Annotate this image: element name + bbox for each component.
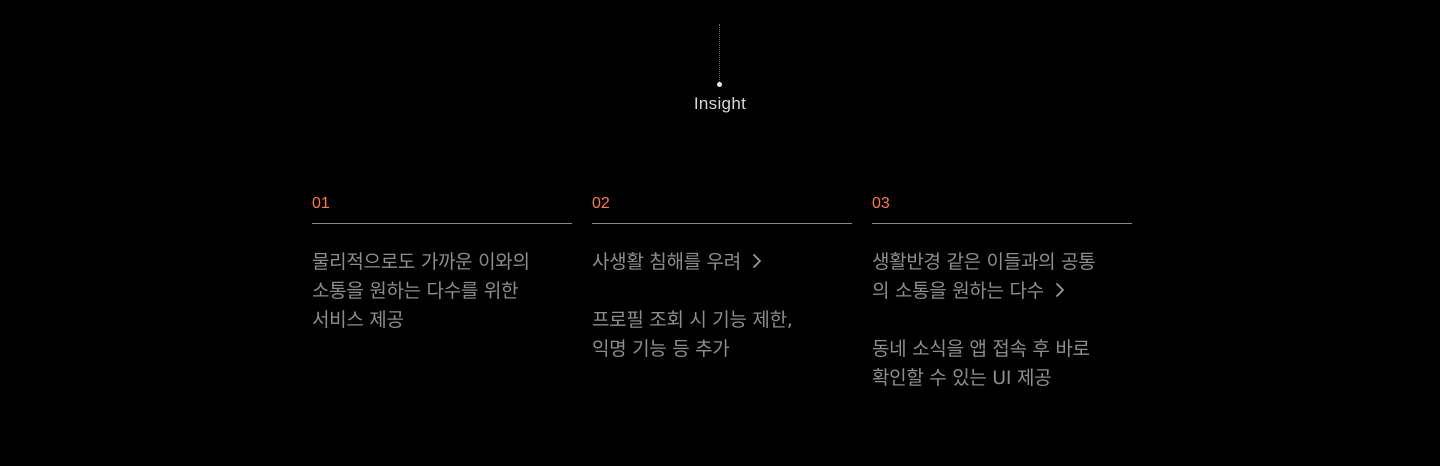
card-line: 동네 소식을 앱 접속 후 바로 xyxy=(872,338,1090,360)
card-text: 물리적으로도 가까운 이와의 소통을 원하는 다수를 위한 서비스 제공 xyxy=(312,248,572,335)
card-solution: 동네 소식을 앱 접속 후 바로 확인할 수 있는 UI 제공 xyxy=(872,335,1132,393)
card-body: 생활반경 같은 이들과의 공통 의 소통을 원하는 다수 동네 소식을 앱 접속… xyxy=(872,248,1132,393)
card-divider xyxy=(872,223,1132,224)
insight-card-03: 03 생활반경 같은 이들과의 공통 의 소통을 원하는 다수 동네 소식을 앱… xyxy=(872,194,1132,393)
insight-cards: 01 물리적으로도 가까운 이와의 소통을 원하는 다수를 위한 서비스 제공 … xyxy=(312,194,1132,393)
card-body: 사생활 침해를 우려 프로필 조회 시 기능 제한, 익명 기능 등 추가 xyxy=(592,248,852,364)
timeline-dot xyxy=(717,82,722,87)
chevron-right-icon xyxy=(749,253,765,269)
card-divider xyxy=(592,223,852,224)
card-problem: 생활반경 같은 이들과의 공통 의 소통을 원하는 다수 xyxy=(872,248,1132,306)
card-divider xyxy=(312,223,572,224)
card-solution: 프로필 조회 시 기능 제한, 익명 기능 등 추가 xyxy=(592,306,852,364)
card-line: 의 소통을 원하는 다수 xyxy=(872,280,1044,302)
card-line: 프로필 조회 시 기능 제한, xyxy=(592,309,793,331)
card-line: 사생활 침해를 우려 xyxy=(592,251,741,273)
card-line: 확인할 수 있는 UI 제공 xyxy=(872,367,1052,389)
card-number: 01 xyxy=(312,195,330,212)
card-number: 02 xyxy=(592,195,610,212)
card-line: 서비스 제공 xyxy=(312,309,404,331)
card-line: 익명 기능 등 추가 xyxy=(592,338,730,360)
card-line: 물리적으로도 가까운 이와의 xyxy=(312,251,530,273)
card-number: 03 xyxy=(872,195,890,212)
chevron-right-icon xyxy=(1052,282,1068,298)
card-line: 생활반경 같은 이들과의 공통 xyxy=(872,251,1096,273)
timeline-dotted-line xyxy=(719,24,721,82)
insight-card-02: 02 사생활 침해를 우려 프로필 조회 시 기능 제한, 익명 기능 등 추가 xyxy=(592,194,852,393)
card-problem: 사생활 침해를 우려 xyxy=(592,248,852,277)
card-body: 물리적으로도 가까운 이와의 소통을 원하는 다수를 위한 서비스 제공 xyxy=(312,248,572,335)
section-title: Insight xyxy=(693,94,747,113)
card-line: 소통을 원하는 다수를 위한 xyxy=(312,280,519,302)
insight-card-01: 01 물리적으로도 가까운 이와의 소통을 원하는 다수를 위한 서비스 제공 xyxy=(312,194,572,393)
